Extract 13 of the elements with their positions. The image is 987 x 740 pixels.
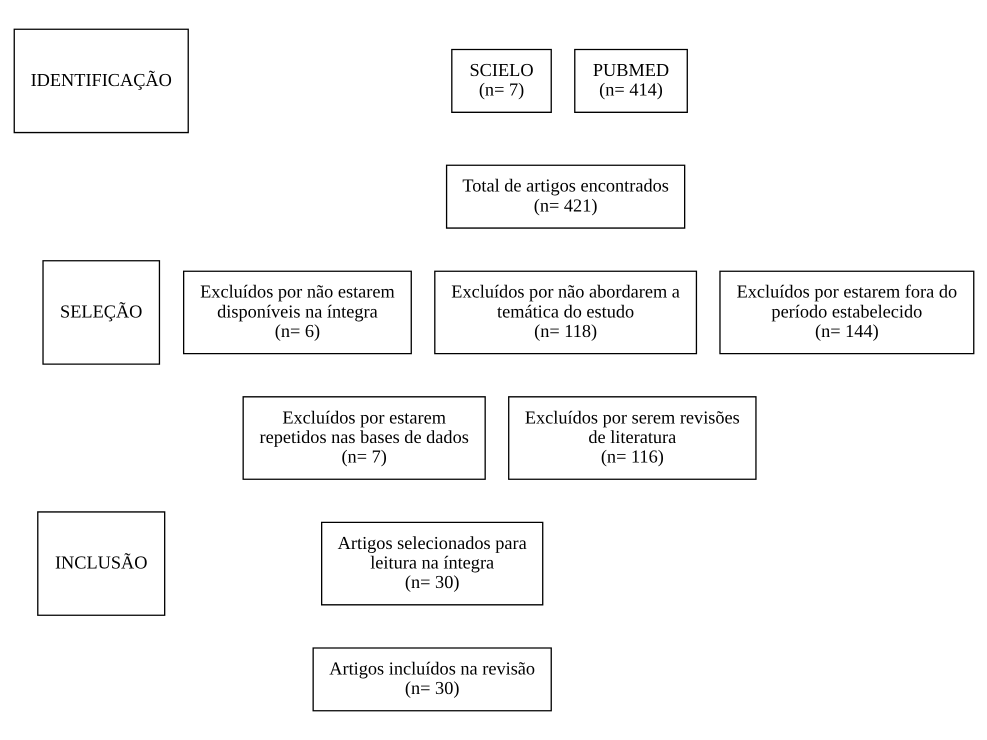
node-box: Artigos selecionados para leitura na íntegra (n= 30) — [320, 522, 543, 606]
node-box: SCIELO (n= 7) — [450, 48, 552, 113]
node-box: INCLUSÃO — [36, 511, 165, 616]
node-box: Excluídos por estarem repetidos nas bases de dados (n= 7) — [242, 396, 486, 480]
node-box: Excluídos por não abordarem a temática do estudo (n= 118) — [434, 270, 697, 354]
node-box: PUBMED (n= 414) — [574, 48, 688, 113]
node-box: Total de artigos encontrados (n= 421) — [445, 164, 685, 229]
node-box: Excluídos por não estarem disponíveis na íntegra (n= 6) — [182, 270, 412, 354]
node-box: Excluídos por estarem fora do período estabelecido (n= 144) — [718, 270, 974, 354]
node-box: SELEÇÃO — [42, 260, 160, 365]
node-box: Artigos incluídos na revisão (n= 30) — [312, 647, 552, 712]
node-box: IDENTIFICAÇÃO — [13, 28, 188, 134]
node-box: Excluídos por serem revisões de literatura (n= 116) — [508, 396, 756, 480]
